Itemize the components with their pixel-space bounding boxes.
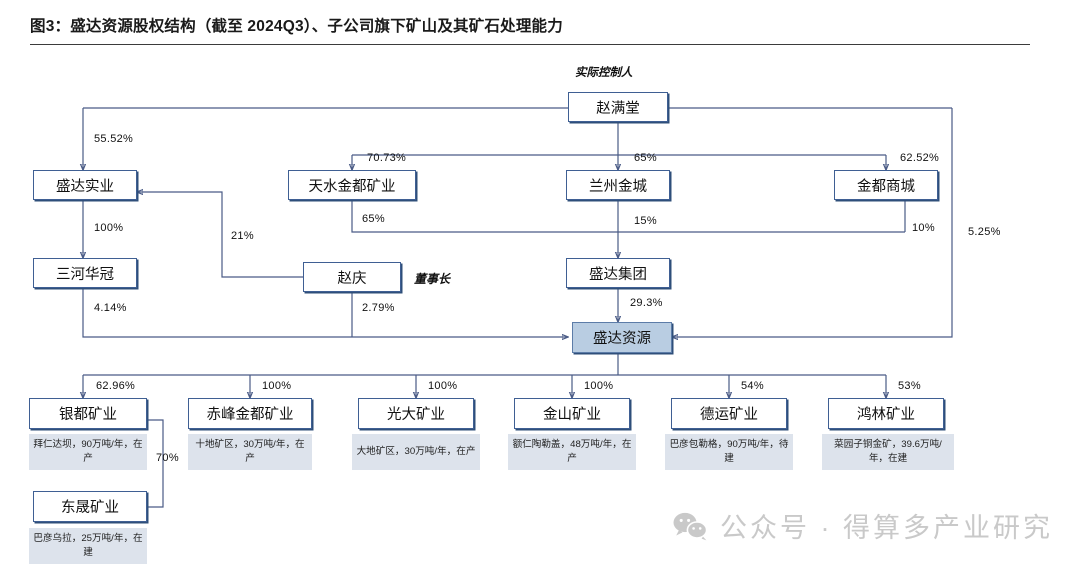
title-divider — [30, 44, 1030, 45]
chip-text: 拜仁达坝，90万吨/年，在产 — [33, 439, 143, 464]
pct-tianshui-to-jituan: 65% — [362, 213, 385, 225]
node-zhao-qing[interactable]: 赵庆 — [303, 262, 401, 292]
watermark: 公众号 · 得算多产业研究 — [672, 506, 1053, 545]
chairman-label: 董事长 — [414, 272, 451, 286]
pct-shiye-to-sanhe: 100% — [94, 222, 124, 234]
chip-subsidiary-3: 额仁陶勒盖，48万吨/年，在产 — [508, 434, 636, 470]
pct-subsidiary-1: 100% — [262, 380, 292, 392]
pct-zhao-to-shiye: 55.52% — [94, 133, 134, 145]
chip-text: 额仁陶勒盖，48万吨/年，在产 — [512, 439, 632, 464]
chip-text: 菜园子铜金矿，39.6万吨/年，在建 — [834, 439, 942, 464]
pct-zhao-to-ziyuan: 5.25% — [968, 226, 1001, 238]
chip-subsidiary-2: 大地矿区，30万吨/年，在产 — [352, 434, 480, 470]
node-label: 盛达集团 — [589, 266, 647, 283]
chip-text: 大地矿区，30万吨/年，在产 — [356, 446, 476, 458]
node-label: 赵庆 — [337, 270, 367, 287]
wechat-icon — [672, 511, 708, 541]
node-label: 东晟矿业 — [61, 500, 119, 516]
node-subsidiary-0[interactable]: 银都矿业 — [29, 398, 147, 429]
watermark-text: 公众号 · 得算多产业研究 — [720, 513, 1053, 543]
chip-subsidiary-4: 巴彦包勒格，90万吨/年，待建 — [665, 434, 793, 470]
pct-subsidiary-0: 62.96% — [96, 380, 136, 392]
pct-subsidiary-3: 100% — [584, 380, 614, 392]
pct-zhao-to-tianshui: 70.73% — [367, 152, 407, 164]
pct-subsidiary-4: 54% — [741, 380, 764, 392]
node-shengda-jituan[interactable]: 盛达集团 — [566, 258, 670, 288]
node-label: 德运矿业 — [700, 407, 758, 423]
node-subsidiary-2[interactable]: 光大矿业 — [358, 398, 474, 429]
node-subsidiary-1[interactable]: 赤峰金都矿业 — [188, 398, 312, 429]
node-sanhe-huaguan[interactable]: 三河华冠 — [33, 258, 137, 288]
node-shengda-shiye[interactable]: 盛达实业 — [33, 170, 137, 200]
node-jindu-shangcheng[interactable]: 金都商城 — [834, 170, 938, 200]
node-subsidiary-5[interactable]: 鸿林矿业 — [828, 398, 944, 429]
node-label: 金山矿业 — [543, 407, 601, 423]
pct-jindu-to-jituan: 10% — [912, 222, 935, 234]
actual-controller-label: 实际控制人 — [575, 67, 633, 79]
pct-lanzhou-to-jituan: 15% — [634, 215, 657, 227]
node-tianshui-jindu[interactable]: 天水金都矿业 — [288, 170, 416, 200]
figure-title: 图3：盛达资源股权结构（截至 2024Q3）、子公司旗下矿山及其矿石处理能力 — [30, 18, 563, 35]
chip-subsidiary-0: 拜仁达坝，90万吨/年，在产 — [29, 434, 147, 470]
pct-subsidiary-2: 100% — [428, 380, 458, 392]
node-shengda-ziyuan[interactable]: 盛达资源 — [572, 322, 672, 353]
node-label: 兰州金城 — [589, 178, 647, 195]
pct-qing-to-ziyuan: 2.79% — [362, 302, 395, 314]
node-label: 赵满堂 — [596, 100, 640, 117]
node-lanzhou-jincheng[interactable]: 兰州金城 — [566, 170, 670, 200]
pct-sanhe-to-ziyuan: 4.14% — [94, 302, 127, 314]
chip-subsidiary-5: 菜园子铜金矿，39.6万吨/年，在建 — [822, 434, 954, 470]
node-subsidiary-4[interactable]: 德运矿业 — [671, 398, 787, 429]
chip-text: 十地矿区，30万吨/年，在产 — [195, 439, 305, 464]
node-label: 盛达实业 — [56, 178, 114, 195]
chip-text: 巴彦包勒格，90万吨/年，待建 — [669, 439, 789, 464]
chip-sub-subsidiary: 巴彦乌拉，25万吨/年，在建 — [29, 528, 147, 564]
node-label: 天水金都矿业 — [308, 178, 396, 195]
node-label: 三河华冠 — [56, 266, 114, 283]
pct-subsidiary-5: 53% — [898, 380, 921, 392]
node-label: 光大矿业 — [387, 407, 445, 423]
node-label: 盛达资源 — [593, 331, 651, 347]
node-zhao-mantang[interactable]: 赵满堂 — [568, 92, 668, 122]
pct-zhao-to-lanzhou: 65% — [634, 152, 657, 164]
node-label: 金都商城 — [857, 178, 915, 195]
chip-text: 巴彦乌拉，25万吨/年，在建 — [33, 533, 143, 558]
pct-jituan-to-ziyuan: 29.3% — [630, 297, 663, 309]
node-label: 银都矿业 — [59, 407, 117, 423]
node-label: 赤峰金都矿业 — [206, 407, 294, 423]
node-sub-subsidiary[interactable]: 东晟矿业 — [33, 491, 147, 522]
node-subsidiary-3[interactable]: 金山矿业 — [514, 398, 630, 429]
node-label: 鸿林矿业 — [857, 407, 915, 423]
pct-zhao-to-jindu: 62.52% — [900, 152, 940, 164]
figure-header: 图3：盛达资源股权结构（截至 2024Q3）、子公司旗下矿山及其矿石处理能力 — [30, 14, 1050, 45]
chip-subsidiary-1: 十地矿区，30万吨/年，在产 — [188, 434, 312, 470]
pct-qing-to-shiye: 21% — [231, 230, 254, 242]
pct-sub-subsidiary: 70% — [156, 452, 179, 464]
